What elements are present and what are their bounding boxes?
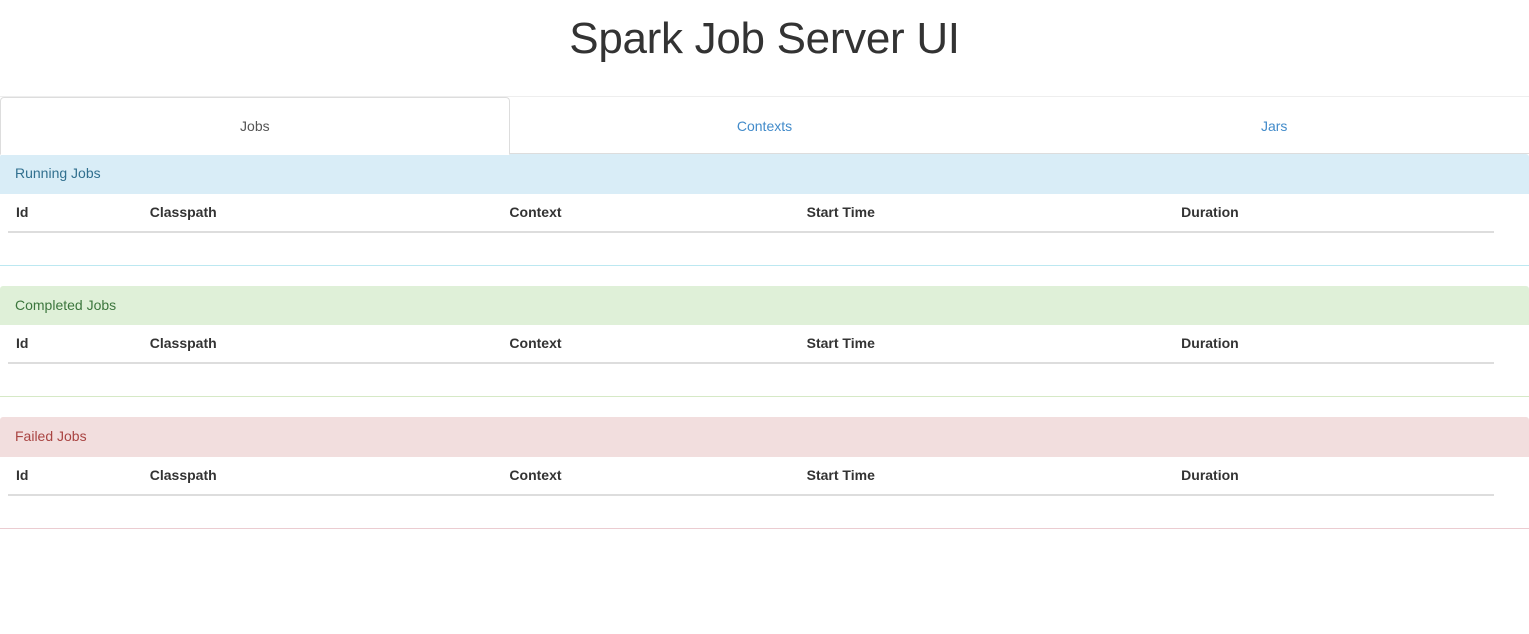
tab-jobs[interactable]: Jobs (0, 96, 510, 155)
column-header-start-time: Start Time (798, 325, 1174, 365)
column-header-context: Context (501, 456, 799, 496)
table-empty-cell (142, 495, 502, 528)
failed-jobs-table-wrap: Id Classpath Context Start Time Duration (0, 456, 1529, 528)
table-header-row: Id Classpath Context Start Time Duration (8, 193, 1495, 233)
column-header-id: Id (8, 456, 142, 496)
column-header-context: Context (501, 325, 799, 365)
table-empty-cell (142, 363, 502, 396)
completed-jobs-table-head: Id Classpath Context Start Time Duration (8, 325, 1495, 365)
table-empty-cell (501, 495, 798, 528)
table-empty-cell (8, 363, 142, 396)
completed-jobs-table-body (8, 363, 1494, 396)
panel-running-jobs-title: Running Jobs (15, 165, 101, 181)
panel-completed-jobs: Completed Jobs Id Classpath Context Star… (0, 285, 1529, 398)
completed-jobs-table-wrap: Id Classpath Context Start Time Duration (0, 325, 1529, 396)
running-jobs-table-head: Id Classpath Context Start Time Duration (8, 193, 1495, 233)
tab-jars-link[interactable]: Jars (1260, 117, 1288, 134)
table-empty-cell (799, 495, 1174, 528)
table-empty-cell (501, 363, 798, 396)
running-jobs-table: Id Classpath Context Start Time Duration (8, 193, 1495, 265)
column-header-duration: Duration (1173, 325, 1495, 365)
table-empty-cell (142, 232, 502, 265)
tab-contexts-link[interactable]: Contexts (736, 117, 793, 134)
column-header-start-time: Start Time (798, 456, 1174, 496)
panel-completed-jobs-title: Completed Jobs (15, 296, 117, 313)
table-empty-cell (799, 232, 1174, 265)
completed-jobs-table: Id Classpath Context Start Time Duration (8, 325, 1495, 396)
page-title: Spark Job Server UI (569, 13, 960, 63)
table-empty-cell (1173, 495, 1494, 528)
column-header-classpath: Classpath (141, 456, 502, 496)
table-empty-cell (1173, 232, 1494, 265)
column-header-duration: Duration (1173, 193, 1495, 233)
panel-completed-jobs-heading: Completed Jobs (0, 285, 1529, 326)
table-empty-row (8, 495, 1494, 528)
panel-failed-jobs-heading: Failed Jobs (0, 417, 1529, 457)
panel-failed-jobs: Failed Jobs Id Classpath Context Start T… (0, 417, 1529, 529)
table-empty-cell (1173, 363, 1494, 396)
table-empty-cell (8, 495, 142, 528)
page-header: Spark Job Server UI (0, 0, 1529, 97)
table-empty-row (8, 232, 1494, 265)
failed-jobs-table-body (8, 495, 1494, 528)
table-empty-cell (501, 232, 798, 265)
tab-jobs-link[interactable]: Jobs (0, 96, 510, 155)
column-header-classpath: Classpath (141, 325, 502, 365)
tab-contexts[interactable]: Contexts (510, 97, 1020, 154)
running-jobs-table-wrap: Id Classpath Context Start Time Duration (0, 193, 1529, 265)
failed-jobs-table: Id Classpath Context Start Time Duration (8, 456, 1495, 528)
panel-running-jobs: Running Jobs Id Classpath Context Start … (0, 154, 1529, 266)
table-header-row: Id Classpath Context Start Time Duration (8, 456, 1495, 496)
table-empty-row (8, 363, 1494, 396)
column-header-duration: Duration (1173, 456, 1495, 496)
column-header-context: Context (501, 193, 799, 233)
column-header-id: Id (8, 325, 142, 365)
column-header-id: Id (8, 193, 142, 233)
panel-failed-jobs-title: Failed Jobs (15, 428, 87, 445)
table-header-row: Id Classpath Context Start Time Duration (8, 325, 1495, 365)
main-tabs: Jobs Contexts Jars (0, 96, 1529, 155)
tab-jars[interactable]: Jars (1019, 97, 1529, 154)
column-header-classpath: Classpath (141, 193, 502, 233)
table-empty-cell (799, 363, 1174, 396)
column-header-start-time: Start Time (798, 193, 1174, 233)
running-jobs-table-body (8, 232, 1494, 265)
failed-jobs-table-head: Id Classpath Context Start Time Duration (8, 456, 1495, 496)
panel-running-jobs-heading: Running Jobs (0, 154, 1529, 194)
table-empty-cell (8, 232, 142, 265)
